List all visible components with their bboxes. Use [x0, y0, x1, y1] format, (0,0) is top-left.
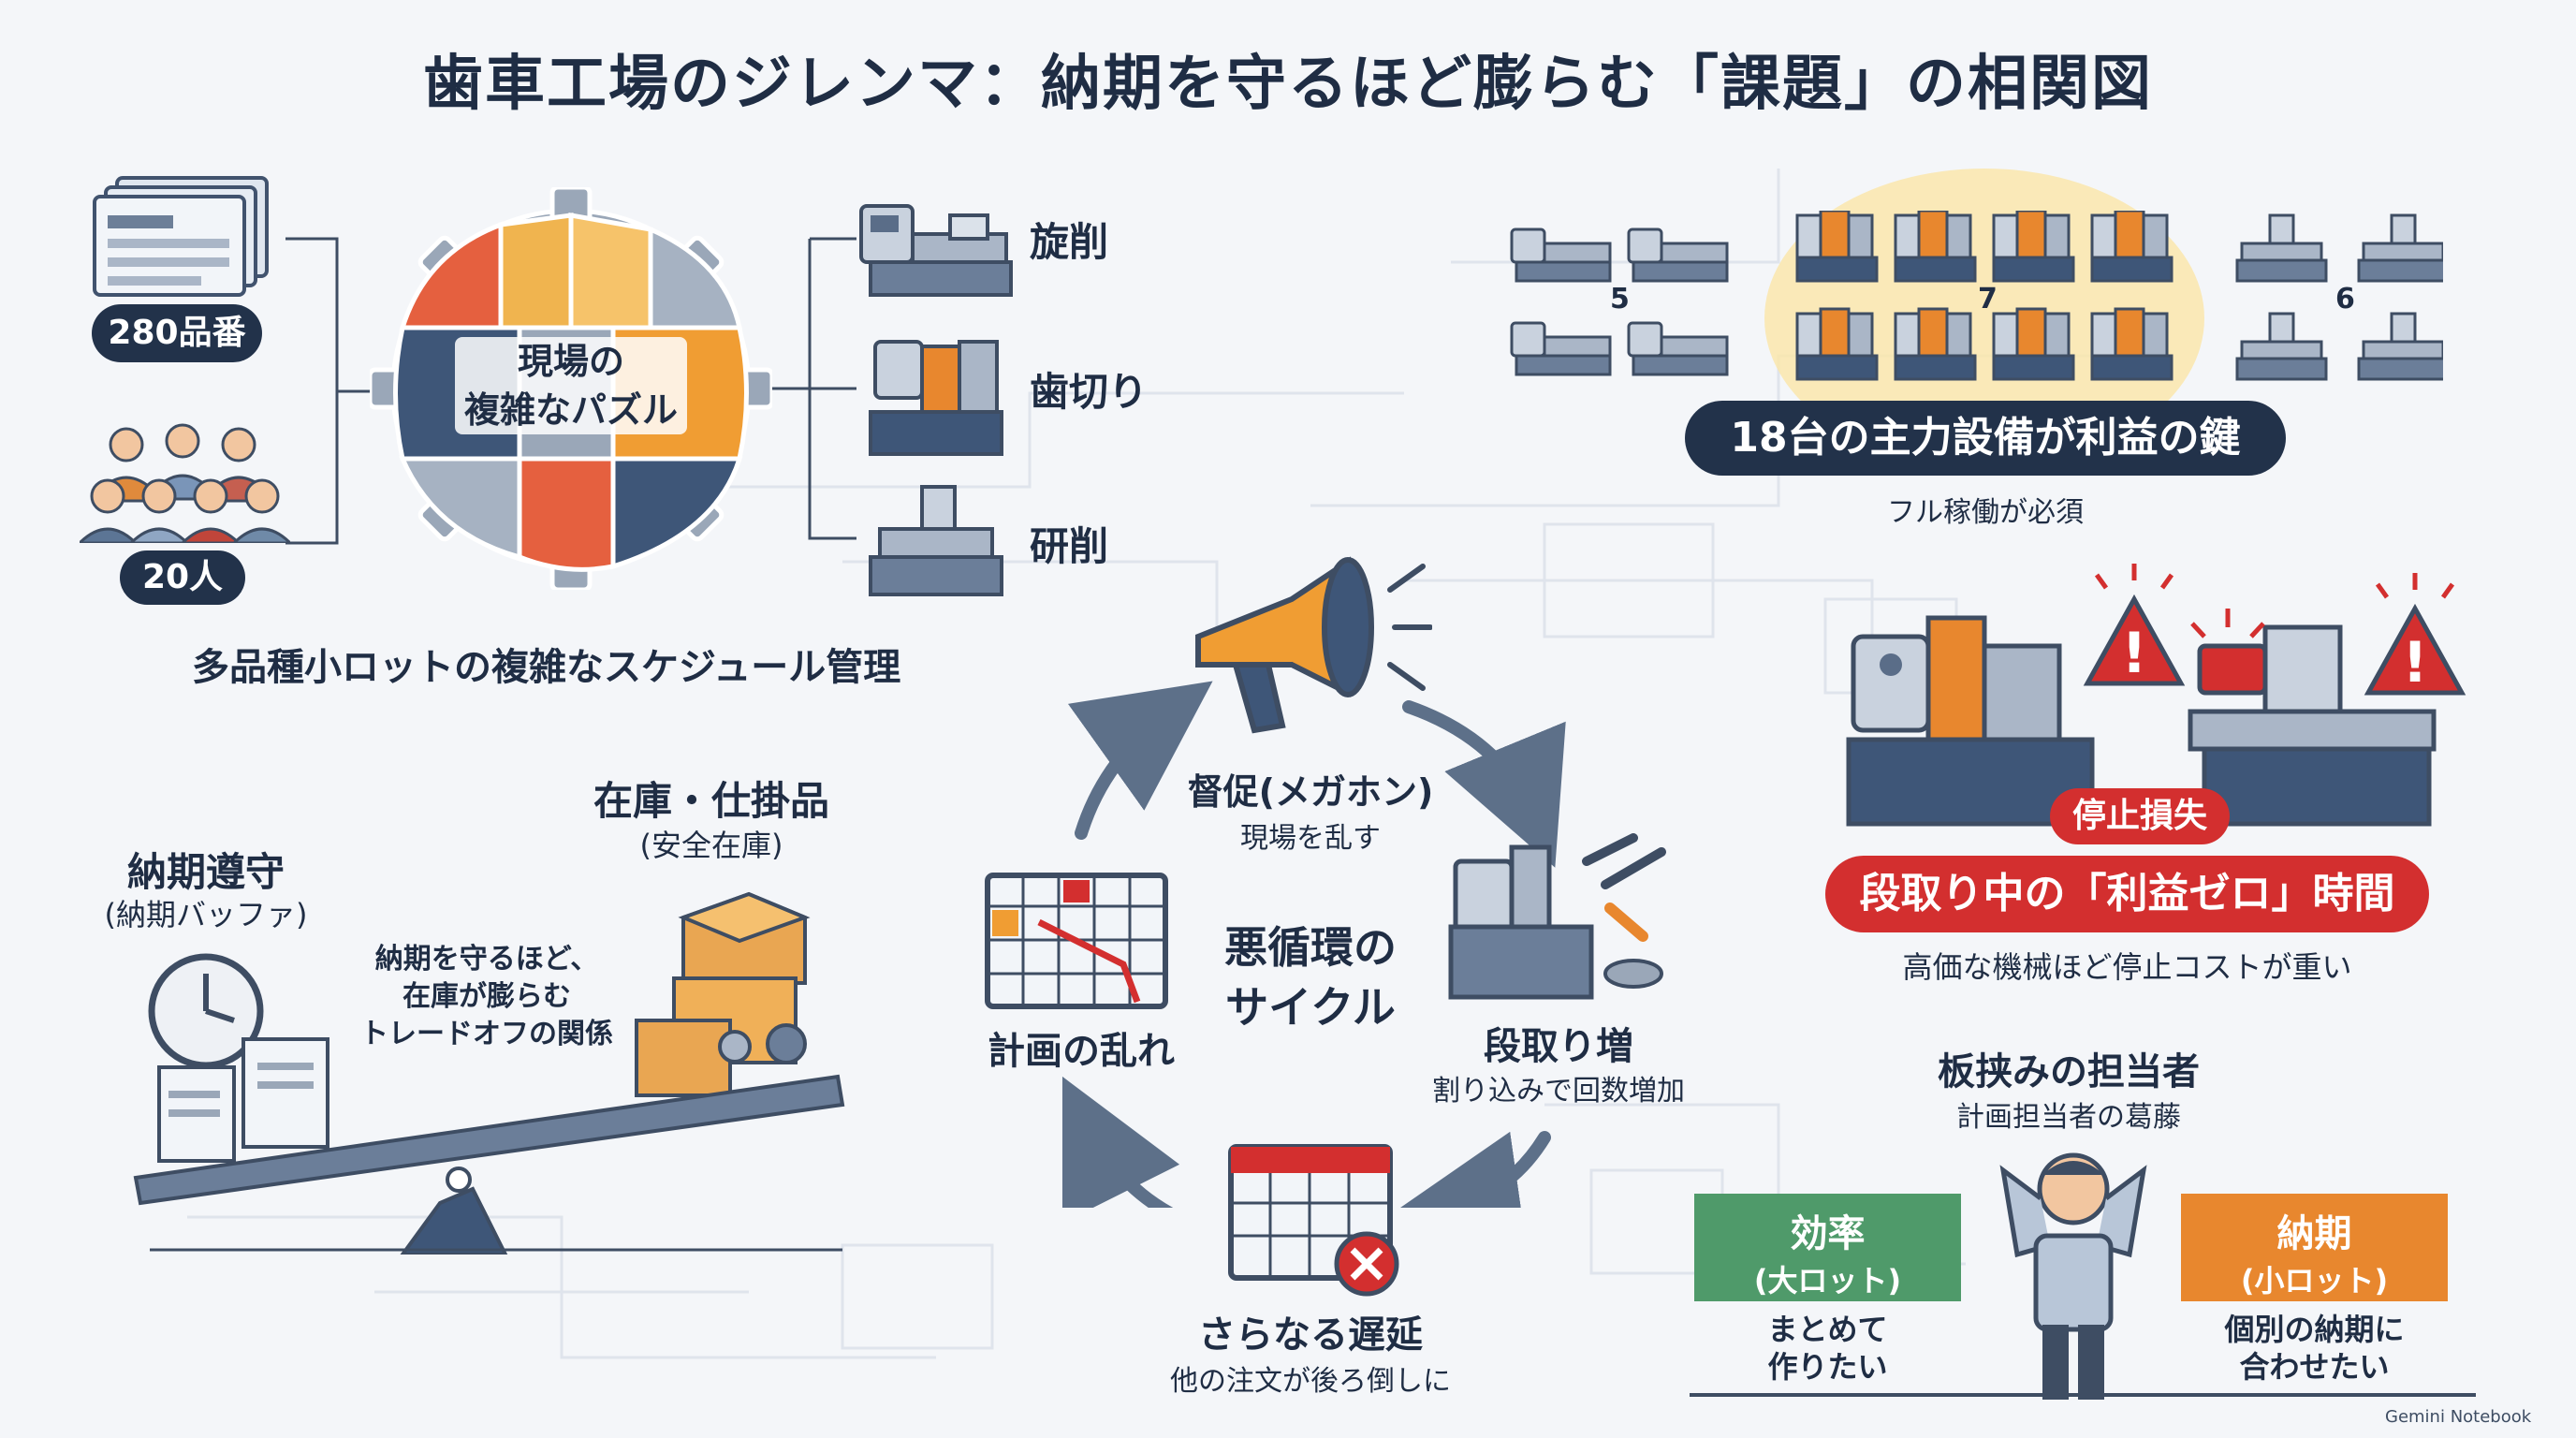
equipment-machines — [1510, 211, 2443, 381]
floor-line — [1690, 1393, 2476, 1397]
deadline-sub: (納期バッファ) — [104, 897, 308, 932]
efficiency-box: 効率 (大ロット) — [1694, 1194, 1961, 1301]
deadline-box-sub: (小ロット) — [2240, 1263, 2389, 1299]
equipment-note: フル稼働が必須 — [1887, 496, 2084, 529]
inventory-sub: (安全在庫) — [639, 828, 783, 863]
seesaw-illustration — [133, 891, 845, 1255]
svg-text:!: ! — [2121, 621, 2146, 686]
efficiency-note-line1: まとめて — [1767, 1312, 1888, 1347]
connector-right — [772, 237, 856, 540]
tradeoff-note-line3: トレードオフの関係 — [360, 1018, 613, 1050]
lathe-count: 5 — [1610, 283, 1630, 315]
deadline-note-line1: 個別の納期に — [2224, 1312, 2405, 1347]
delay-calendar-icon — [1228, 1144, 1399, 1297]
puzzle-caption: 多品種小ロットの複雑なスケジュール管理 — [192, 646, 901, 689]
hobbing-count: 7 — [1978, 283, 1998, 315]
efficiency-note: まとめて 作りたい — [1694, 1311, 1961, 1386]
puzzle-center-label: 現場の 複雑なパズル — [393, 337, 749, 434]
setup-loss-note: 高価な機械ほど停止コストが重い — [1902, 949, 2352, 985]
equipment-headline: 18台の主力設備が利益の鍵 — [1685, 401, 2286, 476]
deadline-box-title: 納期 — [2276, 1212, 2352, 1255]
efficiency-box-title: 効率 — [1790, 1212, 1866, 1255]
cycle-step-setup-title: 段取り増 — [1484, 1025, 1633, 1068]
lathe-icon — [859, 204, 1013, 297]
connector-left — [285, 237, 379, 545]
inventory-title: 在庫・仕掛品 — [593, 778, 829, 824]
cycle-step-delay-sub: 他の注文が後ろ倒しに — [1170, 1365, 1451, 1398]
deadline-note: 個別の納期に 合わせたい — [2162, 1311, 2466, 1386]
cycle-arrows — [1061, 681, 1566, 1208]
tradeoff-note-line2: 在庫が膨らむ — [402, 980, 571, 1013]
grinding-machine-icon — [869, 485, 1003, 596]
megaphone-icon — [1195, 556, 1432, 734]
process-gear-cutting: 歯切り — [1030, 369, 1149, 415]
process-grinding: 研削 — [1030, 523, 1109, 569]
watermark: Gemini Notebook — [2385, 1407, 2532, 1427]
cycle-step-delay-title: さらなる遅延 — [1198, 1313, 1423, 1357]
cycle-step-plan-title: 計画の乱れ — [988, 1030, 1175, 1073]
cycle-center-line2: サイクル — [1225, 982, 1396, 1033]
puzzle-center-line1: 現場の — [517, 341, 624, 382]
svg-text:!: ! — [2402, 630, 2427, 696]
stressed-person-icon — [1999, 1152, 2147, 1400]
documents-icon — [93, 176, 269, 297]
people-count-badge: 20人 — [120, 550, 245, 605]
cycle-step-setup-sub: 割り込みで回数増加 — [1432, 1075, 1685, 1108]
cycle-center-label: 悪循環の サイクル — [1170, 917, 1451, 1037]
planner-sub: 計画担当者の葛藤 — [1956, 1101, 2181, 1134]
gear-cutting-machine-icon — [869, 340, 1003, 456]
process-turning: 旋削 — [1030, 219, 1109, 265]
puzzle-center-line2: 複雑なパズル — [463, 389, 678, 431]
grinder-count: 6 — [2335, 283, 2355, 315]
page-title: 歯車工場のジレンマ：納期を守るほど膨らむ「課題」の相関図 — [423, 50, 2153, 119]
deadline-note-line2: 合わせたい — [2239, 1349, 2390, 1385]
planner-title: 板挟みの担当者 — [1938, 1050, 2200, 1093]
tradeoff-note: 納期を守るほど、 在庫が膨らむ トレードオフの関係 — [337, 941, 637, 1053]
setup-loss-headline: 段取り中の「利益ゼロ」時間 — [1825, 856, 2429, 932]
parts-count-badge: 280品番 — [92, 304, 262, 362]
setup-machine-icon — [1448, 833, 1666, 1000]
cycle-step-urge-sub: 現場を乱す — [1240, 822, 1381, 855]
deadline-title: 納期遵守 — [126, 849, 285, 895]
tradeoff-note-line1: 納期を守るほど、 — [374, 943, 599, 976]
deadline-box: 納期 (小ロット) — [2181, 1194, 2448, 1301]
cycle-center-line1: 悪循環の — [1224, 922, 1397, 973]
disrupted-calendar-icon — [985, 873, 1168, 1009]
efficiency-box-sub: (大ロット) — [1753, 1263, 1902, 1299]
cycle-step-urge-title: 督促(メガホン) — [1187, 771, 1434, 813]
efficiency-note-line2: 作りたい — [1767, 1349, 1888, 1385]
people-group-icon — [80, 423, 290, 543]
stop-loss-badge: 停止損失 — [2050, 788, 2230, 844]
